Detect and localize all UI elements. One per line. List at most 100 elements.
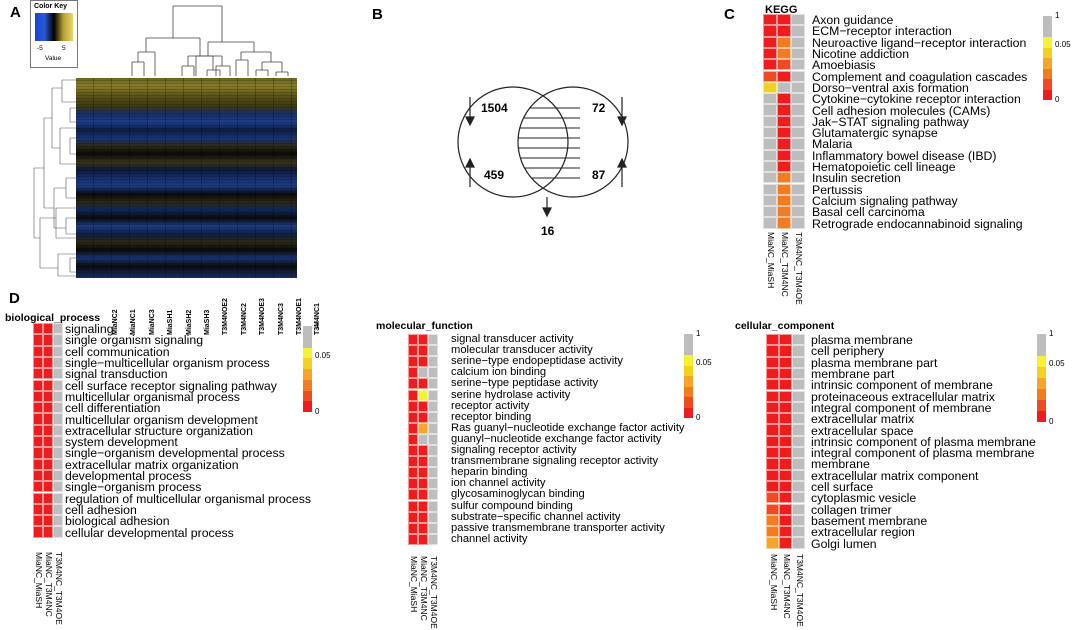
legend-segment xyxy=(1043,47,1052,58)
cc-term: extracellular region xyxy=(811,525,915,540)
bp-term: cell adhesion xyxy=(65,502,137,517)
cc-term: basement membrane xyxy=(811,513,928,528)
kegg-cell xyxy=(777,194,791,207)
bp-cell xyxy=(33,356,43,369)
cc-cell xyxy=(779,345,792,357)
kegg-cell xyxy=(777,138,791,150)
legend-segment xyxy=(1043,37,1052,48)
bp-cell xyxy=(43,436,53,448)
mf-cell xyxy=(408,489,418,501)
cc-cell xyxy=(792,537,805,549)
bp-cell xyxy=(43,334,53,346)
kegg-cell xyxy=(777,59,791,71)
mf-legend-mid: 0.05 xyxy=(696,358,712,368)
legend-segment xyxy=(684,365,693,376)
mf-legend-bottom: 0 xyxy=(696,413,701,422)
cc-term: membrane part xyxy=(811,367,895,382)
venn-left-circle xyxy=(457,86,569,198)
kegg-cell xyxy=(763,183,777,195)
mf-cell xyxy=(408,367,418,379)
cc-cell xyxy=(792,379,805,391)
heatmap-column-label: T3M4NC1 xyxy=(314,303,322,335)
cc-cell xyxy=(779,413,792,425)
mf-cell xyxy=(418,489,428,501)
legend-segment xyxy=(684,355,693,366)
mf-term: sulfur compound binding xyxy=(451,499,573,512)
bp-cell xyxy=(53,390,63,403)
legend-segment xyxy=(303,326,312,348)
cc-cell xyxy=(766,537,779,549)
mf-cell xyxy=(408,400,418,412)
mf-cell xyxy=(418,345,428,357)
mf-term: signaling receptor activity xyxy=(451,444,577,457)
bp-cell xyxy=(43,413,53,425)
kegg-cell xyxy=(791,217,805,229)
bp-term: single−organism process xyxy=(65,480,202,495)
bp-cell xyxy=(33,447,43,459)
cc-cell xyxy=(779,424,792,436)
kegg-cell xyxy=(791,115,805,127)
heatmap-column-label: MiaSH1 xyxy=(167,309,175,335)
kegg-cell xyxy=(763,104,777,116)
cc-term: intrinsic component of membrane xyxy=(811,378,993,393)
bp-cell xyxy=(53,492,63,504)
kegg-cell xyxy=(763,47,777,60)
kegg-term: ECM−receptor interaction xyxy=(812,24,952,39)
kegg-cell xyxy=(791,36,805,48)
heatmap-column-label: T3M4NC3 xyxy=(277,303,285,335)
kegg-cell xyxy=(777,25,791,37)
cc-term: cell periphery xyxy=(811,344,885,359)
bp-cell xyxy=(43,345,53,357)
cc-cell xyxy=(792,492,805,504)
color-key-value-label: Value xyxy=(45,55,62,62)
cc-term: cell surface xyxy=(811,480,874,495)
mf-term: signal transducer activity xyxy=(451,333,574,346)
bp-cell xyxy=(33,481,43,493)
kegg-column-label: MiaNC_T3M4NC xyxy=(780,232,790,297)
mf-cell xyxy=(428,500,438,512)
cc-cell xyxy=(779,447,792,459)
cc-cell xyxy=(766,503,779,515)
bp-term: extracellular matrix organization xyxy=(65,457,239,472)
bp-term: single organism signaling xyxy=(65,333,204,348)
kegg-cell xyxy=(777,104,791,116)
kegg-legend-bottom: 0 xyxy=(1055,95,1060,104)
mf-cell xyxy=(418,411,428,423)
cc-legend-top: 1 xyxy=(1049,329,1054,338)
kegg-cell xyxy=(763,14,777,26)
cc-cell xyxy=(766,379,779,391)
kegg-cell xyxy=(777,183,791,195)
venn-count-right-up: 72 xyxy=(592,101,606,115)
row-dendrogram xyxy=(33,79,76,277)
bp-cell xyxy=(53,458,63,470)
heatmap-column-label: T3M4NOE3 xyxy=(259,298,267,335)
bp-cell xyxy=(53,413,63,425)
kegg-cell xyxy=(791,59,805,71)
legend-segment xyxy=(303,358,312,369)
bp-term: extracellular structure organization xyxy=(65,423,253,438)
legend-segment xyxy=(1037,378,1046,389)
kegg-cell xyxy=(777,172,791,184)
bp-cell xyxy=(33,503,43,516)
kegg-cell xyxy=(763,59,777,71)
venn-count-left-up: 1504 xyxy=(481,101,508,115)
kegg-legend-mid: 0.05 xyxy=(1055,40,1071,50)
legend-segment xyxy=(303,347,312,359)
mf-cell xyxy=(408,345,418,357)
bp-cell xyxy=(33,515,43,527)
panel-a-heatmap-figure: Color Key -5 5 Value xyxy=(30,0,360,335)
heatmap-column-label: T3M4NOE1 xyxy=(296,298,303,335)
venn-count-left-down: 459 xyxy=(484,168,505,182)
color-key-title: Color Key xyxy=(34,3,68,10)
bp-cell xyxy=(53,323,63,335)
kegg-term: Hematopoietic cell lineage xyxy=(812,160,956,175)
kegg-cell xyxy=(791,160,805,173)
bp-cell xyxy=(53,424,63,436)
heatmap-column-label: T3M4NC2 xyxy=(240,303,248,335)
mf-legend-top: 1 xyxy=(696,329,701,338)
heatmap-column-label: T3M4NOE2 xyxy=(222,298,230,335)
cc-cell xyxy=(792,424,805,436)
bp-cell xyxy=(53,447,63,459)
cc-cell xyxy=(779,469,792,481)
legend-segment xyxy=(1043,68,1052,79)
